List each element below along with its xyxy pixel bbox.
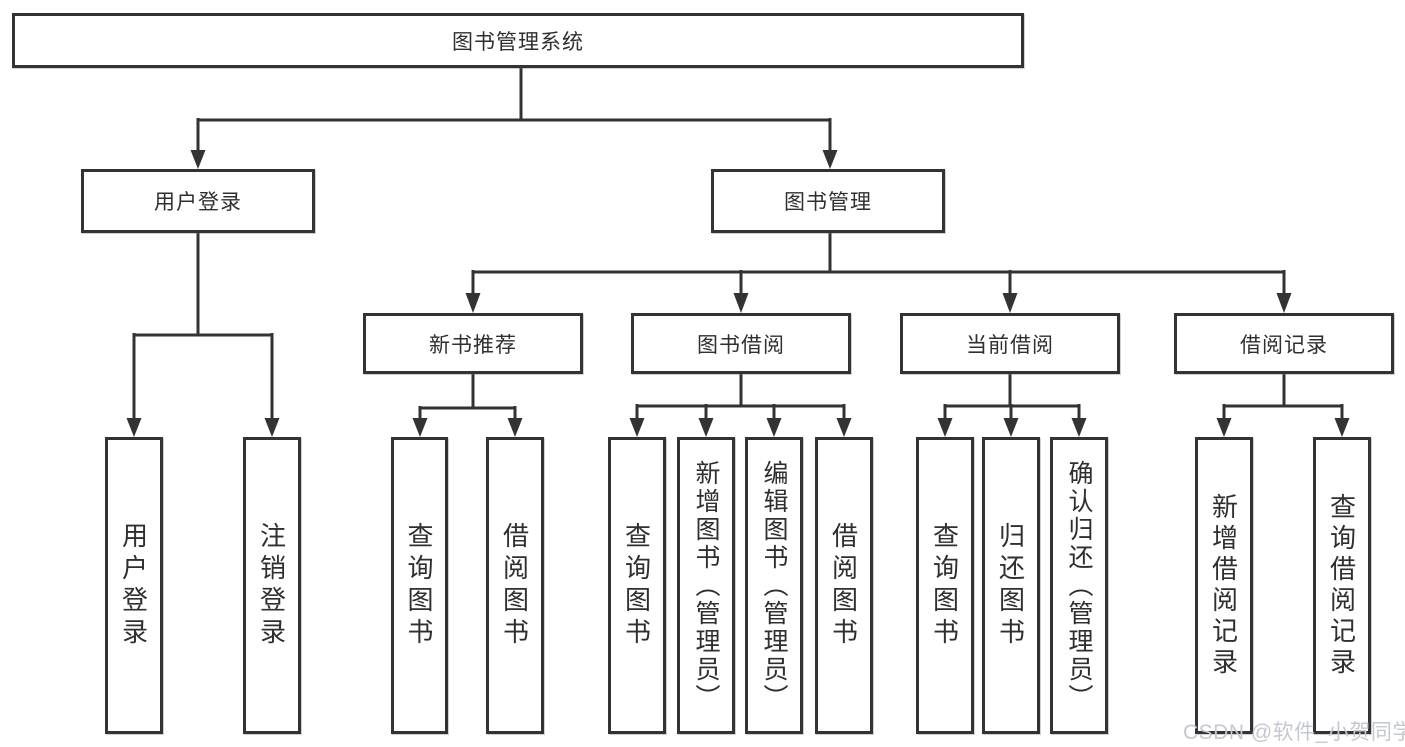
node-new-books-label: 新书推荐 [429, 333, 517, 357]
node-root-label: 图书管理系统 [452, 30, 584, 54]
arrowhead-icon [822, 150, 838, 169]
leaf-book-borrow-query: 查询图书 [608, 437, 666, 734]
arrowhead-icon [1334, 418, 1350, 437]
node-user-login-label: 用户登录 [154, 191, 242, 214]
node-current-borrow-label: 当前借阅 [966, 333, 1054, 357]
leaf-book-borrow-add: 新增图书（管理员） [677, 437, 735, 734]
connector-new-books-children [412, 374, 523, 437]
leaf-current-borrow-confirm: 确认归还（管理员） [1050, 437, 1108, 734]
arrowhead-icon [766, 418, 782, 437]
leaf-book-borrow-query-label: 查询图书 [621, 521, 652, 650]
connector-borrow-records-children [1216, 374, 1350, 437]
arrowhead-icon [698, 418, 714, 437]
arrowhead-icon [629, 418, 645, 437]
connector-book-mgmt-to-level3 [465, 233, 1292, 313]
arrowhead-icon [733, 293, 749, 313]
arrowhead-icon [412, 418, 428, 437]
connector-root-to-level2 [190, 68, 838, 169]
leaf-user-login: 用户登录 [105, 437, 163, 734]
arrowhead-icon [264, 418, 280, 437]
leaf-current-borrow-query: 查询图书 [916, 437, 974, 734]
node-current-borrow: 当前借阅 [900, 313, 1120, 374]
leaf-current-borrow-query-label: 查询图书 [929, 521, 960, 650]
leaf-new-books-query-label: 查询图书 [404, 521, 434, 650]
leaf-user-login-label: 用户登录 [118, 521, 149, 650]
arrowhead-icon [1276, 293, 1292, 313]
leaf-logout: 注销登录 [243, 437, 301, 734]
arrowhead-icon [1003, 418, 1019, 437]
connector-user-login-children [126, 233, 280, 437]
node-root: 图书管理系统 [12, 13, 1024, 68]
leaf-new-books-borrow-label: 借阅图书 [499, 521, 530, 650]
arrowhead-icon [190, 150, 206, 169]
arrowhead-icon [937, 418, 953, 437]
node-book-borrow: 图书借阅 [631, 313, 851, 374]
leaf-book-borrow-add-label: 新增图书（管理员） [692, 459, 720, 712]
connector-book-borrow-children [629, 374, 852, 437]
arrowhead-icon [1216, 418, 1232, 437]
arrowhead-icon [126, 418, 142, 437]
node-book-borrow-label: 图书借阅 [697, 333, 785, 357]
arrowhead-icon [1071, 418, 1087, 437]
connector-current-borrow-children [937, 374, 1087, 437]
leaf-records-query-label: 查询借阅记录 [1326, 492, 1357, 679]
node-book-mgmt: 图书管理 [711, 169, 945, 233]
leaf-records-add: 新增借阅记录 [1195, 437, 1253, 734]
leaf-records-add-label: 新增借阅记录 [1208, 492, 1239, 679]
leaf-current-borrow-return: 归还图书 [982, 437, 1040, 734]
node-user-login: 用户登录 [81, 169, 315, 233]
leaf-book-borrow-edit-label: 编辑图书（管理员） [760, 459, 788, 712]
leaf-book-borrow-edit: 编辑图书（管理员） [745, 437, 803, 734]
leaf-book-borrow-borrow-label: 借阅图书 [828, 521, 859, 650]
watermark: CSDN @软件_小贺同学 [1183, 721, 1405, 744]
leaf-new-books-borrow: 借阅图书 [486, 437, 544, 734]
leaf-book-borrow-borrow: 借阅图书 [815, 437, 873, 734]
arrowhead-icon [465, 293, 481, 313]
node-borrow-records-label: 借阅记录 [1240, 333, 1328, 357]
leaf-current-borrow-confirm-label: 确认归还（管理员） [1065, 459, 1093, 712]
leaf-records-query: 查询借阅记录 [1313, 437, 1371, 734]
arrowhead-icon [507, 418, 523, 437]
node-book-mgmt-label: 图书管理 [784, 191, 872, 214]
arrowhead-icon [836, 418, 852, 437]
arrowhead-icon [1002, 293, 1018, 313]
node-borrow-records: 借阅记录 [1174, 313, 1394, 374]
node-new-books: 新书推荐 [363, 313, 583, 374]
leaf-logout-label: 注销登录 [256, 521, 287, 650]
leaf-current-borrow-return-label: 归还图书 [995, 521, 1026, 650]
leaf-new-books-query: 查询图书 [391, 437, 448, 734]
